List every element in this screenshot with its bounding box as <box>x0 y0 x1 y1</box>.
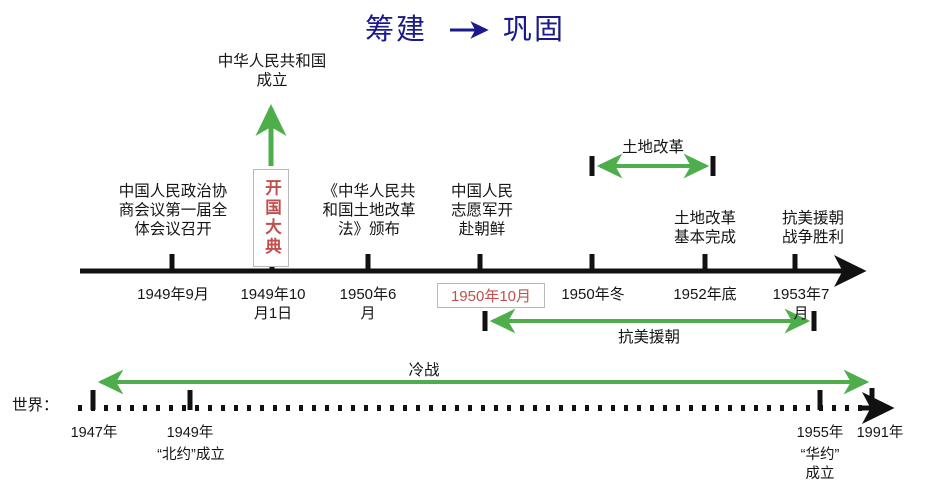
span-label-kangmeiyuanchao: 抗美援朝 <box>617 329 680 346</box>
world-date-1955: 1955年 <box>796 425 844 441</box>
world-row-prefix: 世界： <box>12 397 59 414</box>
span-kangmeiyuanchao-arrow <box>482 308 817 334</box>
world-date-1949: 1949年 <box>166 425 214 441</box>
china-axis <box>80 254 867 287</box>
span-label-lengzhan: 冷战 <box>408 362 440 379</box>
world-axis <box>78 388 895 424</box>
event-label-kangmei-shengli: 抗美援朝 战争胜利 <box>781 210 844 246</box>
page-title: 筹建 巩固 <box>340 8 590 52</box>
date-label-1949-10-01: 1949年10 月1日 <box>240 286 306 322</box>
world-note-beiyue: “北约”成立 <box>157 447 225 463</box>
date-label-1950-10: 1950年10月 <box>450 288 532 305</box>
date-label-1950-winter: 1950年冬 <box>561 286 625 303</box>
world-note-huayue: “华约” 成立 <box>800 447 840 482</box>
title-arrow-spacer <box>437 20 493 40</box>
title-left-text: 筹建 <box>364 13 427 46</box>
date-label-1953-07: 1953年7 月 <box>772 286 830 322</box>
date-label-1950-06: 1950年6 月 <box>339 286 397 322</box>
world-date-1947: 1947年 <box>70 425 118 441</box>
world-date-1991: 1991年 <box>856 425 904 441</box>
span-label-tudigaige: 土地改革 <box>621 139 684 156</box>
date-label-1952-end: 1952年底 <box>673 286 737 303</box>
event-label-kaiguodadian-box: 开国大典 <box>253 169 289 267</box>
event-label-kaiguodadian: 开国大典 <box>262 179 281 257</box>
event-label-tudigaigefa: 《中华人民共 和国土地改革 法》颁布 <box>322 183 416 238</box>
callout-label: 中华人民共和国成立 <box>217 53 327 89</box>
title-right-text: 巩固 <box>503 13 566 46</box>
event-label-zhengxie: 中国人民政治协 商会议第一届全 体会议召开 <box>118 183 228 238</box>
date-label-1949-09: 1949年9月 <box>137 286 209 303</box>
date-label-1950-10-box: 1950年10月 <box>437 283 545 308</box>
event-label-zhiyuanjun: 中国人民 志愿军开 赴朝鲜 <box>450 183 513 238</box>
event-label-tudigaige-wancheng: 土地改革 基本完成 <box>673 210 736 246</box>
span-tudigaige-arrow <box>589 153 716 179</box>
